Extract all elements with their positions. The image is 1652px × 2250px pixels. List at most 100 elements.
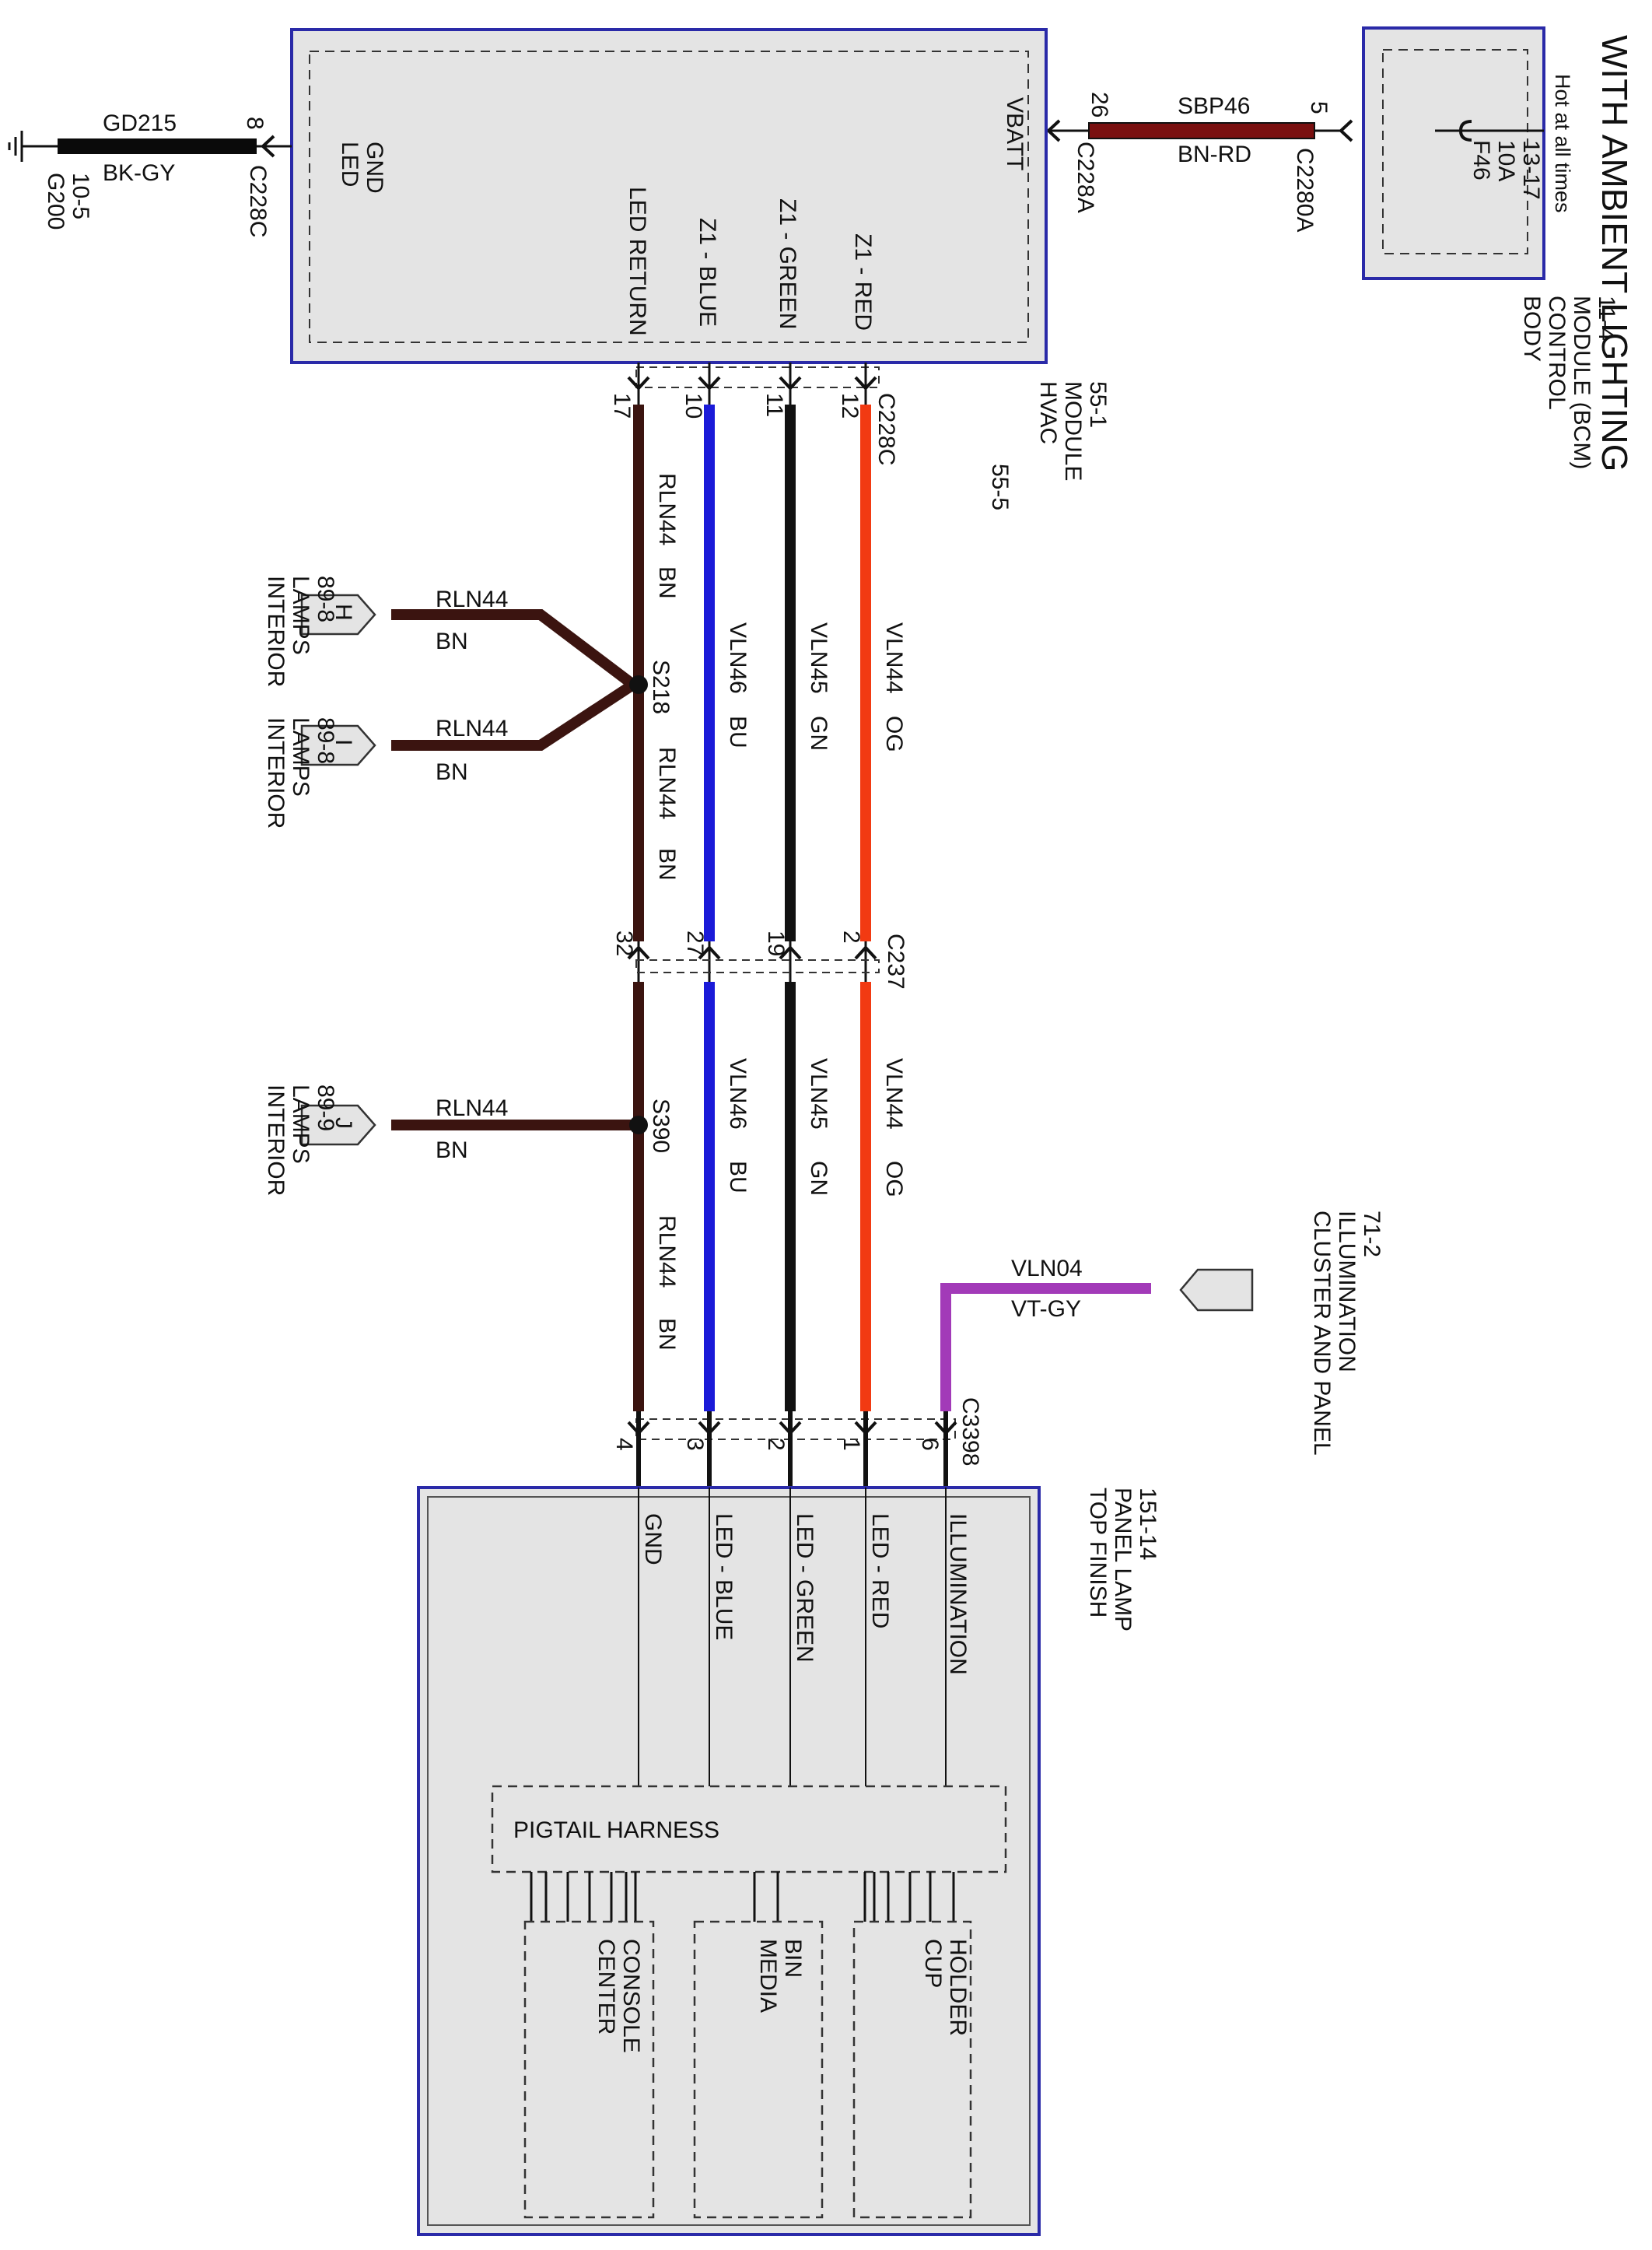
harness-leads xyxy=(530,1872,955,1922)
vln45-mid-color: GN xyxy=(806,1161,831,1196)
c237-pin-19: 19 xyxy=(763,930,789,956)
branch-h-color: BN xyxy=(436,629,468,654)
c228c-gnd-connector: C228C xyxy=(245,165,271,237)
cluster-illumination: VLN04 VT-GY CLUSTER AND PANEL ILLUMINATI… xyxy=(940,1211,1384,1461)
lamp-outer-box xyxy=(417,1486,1041,2236)
vln04-color: VT-GY xyxy=(1011,1296,1081,1322)
rln44-lower-color: BN xyxy=(654,848,680,881)
c3398-name: C3398 xyxy=(957,1397,983,1466)
c228c-gnd-pin: 8 xyxy=(242,117,268,130)
c228c-pin-11: 11 xyxy=(761,393,787,417)
lamp-leads xyxy=(636,1411,948,1488)
splice-s218-label: S218 xyxy=(648,660,674,714)
vln45-upper-circuit: VLN45 xyxy=(806,622,831,694)
hvac-module: VBATT LED GND Z1 - RED Z1 - GREEN Z1 - B… xyxy=(290,28,1111,510)
splice-s218: S218 H RLN44 BN INTERIOR LAMPS 89-8 I RL… xyxy=(263,576,674,829)
rln44-upper-color: BN xyxy=(654,566,680,599)
c228a-name: C228A xyxy=(1073,142,1098,213)
splice-s390-label: S390 xyxy=(648,1099,674,1153)
wire-vln45-mid xyxy=(785,982,796,1411)
gd215-color: BK-GY xyxy=(103,160,175,186)
media-bin-label: MEDIA BIN xyxy=(755,1939,806,2018)
media-bin-box xyxy=(693,1920,824,2219)
diagram-title: WITH AMBIENT LIGHTING xyxy=(1594,35,1635,471)
sbp46-color: BN-RD xyxy=(1178,142,1251,167)
rln44-bottom-circuit: RLN44 xyxy=(654,1215,680,1288)
ground-g200: GD215 BK-GY 8 C228C G200 10-5 xyxy=(8,110,292,237)
branch-i-wire xyxy=(391,680,636,751)
c228a-pin: 26 xyxy=(1087,92,1112,117)
lamp-inner-box xyxy=(427,1496,1031,2226)
lamp-input-gnd: GND xyxy=(640,1513,666,1565)
c237-pin-27: 27 xyxy=(682,930,708,956)
splice-s218-dot xyxy=(629,675,648,694)
connector-c228a: 26 C228A xyxy=(1046,92,1112,213)
branch-j-connector xyxy=(300,1104,376,1146)
vln44-mid-circuit: VLN44 xyxy=(881,1058,907,1130)
c228c-pin-10: 10 xyxy=(681,393,706,419)
c2280a-name: C2280A xyxy=(1292,148,1318,232)
branch-i-circuit: RLN44 xyxy=(436,716,508,741)
cluster-dest: CLUSTER AND PANEL ILLUMINATION 71-2 xyxy=(1309,1211,1384,1461)
wire-vln45-upper xyxy=(785,405,796,941)
wire-vln46-upper xyxy=(704,405,715,941)
hvac-output-z1-red: Z1 - RED xyxy=(850,233,876,331)
lamp-input-led-blue: LED - BLUE xyxy=(711,1513,737,1640)
cup-holder-box xyxy=(852,1920,972,2219)
branch-i-letter: I xyxy=(331,739,356,745)
vln46-mid-circuit: VLN46 xyxy=(725,1058,751,1130)
c3398-pin-6: 6 xyxy=(917,1438,943,1451)
vln04-circuit: VLN04 xyxy=(1011,1256,1083,1281)
wire-vln44-upper xyxy=(860,405,871,941)
c237-pin-32: 32 xyxy=(611,930,637,956)
hvac-output-z1-blue: Z1 - BLUE xyxy=(695,218,720,327)
bcm-fuse-box xyxy=(1382,49,1528,254)
bcm-module: F46 10A 13-17 BODY CONTROL MODULE (BCM) … xyxy=(1362,26,1619,476)
branch-j-circuit: RLN44 xyxy=(436,1095,508,1121)
wire-vln04 xyxy=(940,1283,1151,1411)
branch-i-connector xyxy=(300,724,376,766)
c237-name: C237 xyxy=(883,934,908,990)
hvac-vbatt-label: VBATT xyxy=(1002,97,1027,170)
lamp-input-led-green: LED - GREEN xyxy=(792,1513,817,1663)
lamp-name: TOP FINISH PANEL LAMP 151-14 xyxy=(1085,1488,1160,1638)
cup-holder-label: CUP HOLDER xyxy=(920,1939,971,2036)
branch-j-color: BN xyxy=(436,1137,468,1163)
fuse-f46-label: F46 10A 13-17 xyxy=(1468,140,1544,200)
top-finish-panel-lamp: TOP FINISH PANEL LAMP 151-14 ILLUMINATIO… xyxy=(417,1486,1160,2236)
hot-at-all-times-note: Hot at all times xyxy=(1551,74,1574,213)
c228c-pin-17: 17 xyxy=(609,393,635,419)
vln44-mid-color: OG xyxy=(881,1161,907,1197)
sbp46-circuit: SBP46 xyxy=(1178,93,1250,119)
hvac-module-box xyxy=(290,28,1048,364)
wire-vln44-mid xyxy=(860,982,871,1411)
rln44-bottom-color: BN xyxy=(654,1318,680,1351)
center-console-label: CENTER CONSOLE xyxy=(593,1939,644,2053)
g200-label: G200 10-5 xyxy=(43,173,93,237)
wires-mid: VLN44 OG VLN45 GN VLN46 BU RLN44 BN xyxy=(633,982,907,1411)
c228c-pin-12: 12 xyxy=(837,393,863,419)
c228c-connector-name: C228C xyxy=(873,393,899,465)
wire-sbp46: SBP46 BN-RD xyxy=(1046,93,1341,167)
connector-c237: 2 19 27 32 C237 xyxy=(611,930,908,990)
gd215-circuit: GD215 xyxy=(103,110,177,136)
connector-c2280a: 5 C2280A xyxy=(1292,101,1353,232)
fuse-icon xyxy=(1458,120,1472,142)
c3398-pin-3: 3 xyxy=(682,1438,708,1451)
pigtail-harness-box xyxy=(491,1785,1007,1873)
hvac-module-ref-2: 55-5 xyxy=(987,464,1013,510)
connector-c228c: 12 11 10 17 C228C xyxy=(609,366,899,465)
branch-j-dest: INTERIOR LAMPS 89-9 xyxy=(263,1085,338,1203)
splice-s390: S390 J RLN44 BN INTERIOR LAMPS 89-9 xyxy=(263,1085,674,1203)
hvac-output-led-return: LED RETURN xyxy=(625,187,650,336)
vln45-mid-circuit: VLN45 xyxy=(806,1058,831,1130)
lamp-input-illumination: ILLUMINATION xyxy=(945,1513,971,1675)
vln46-upper-color: BU xyxy=(725,716,751,748)
vln44-upper-circuit: VLN44 xyxy=(881,622,907,694)
bcm-module-name: BODY CONTROL MODULE (BCM) 11-4 xyxy=(1519,296,1619,476)
branch-h-letter: H xyxy=(331,604,356,621)
c3398-pin-4: 4 xyxy=(611,1438,637,1451)
pigtail-harness-label: PIGTAIL HARNESS xyxy=(513,1817,719,1843)
wire-vln46-mid xyxy=(704,982,715,1411)
